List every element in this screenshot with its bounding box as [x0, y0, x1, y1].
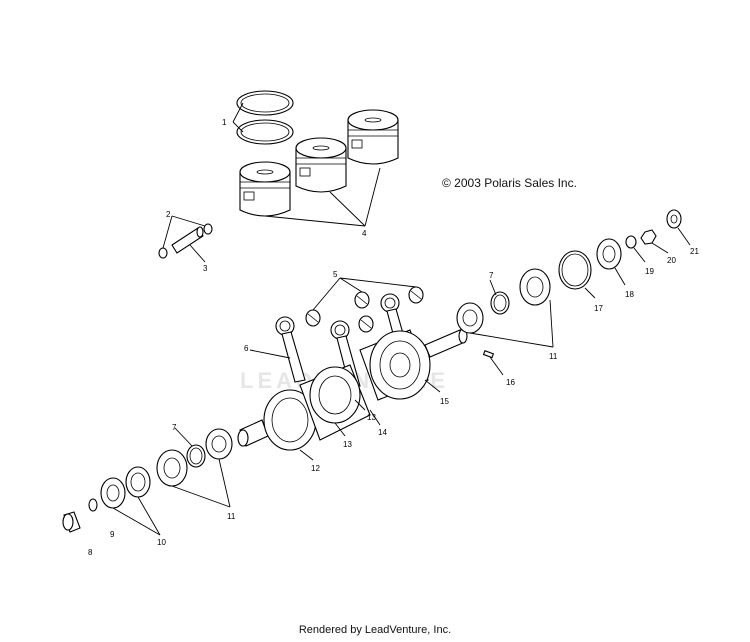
callout-1: 1: [222, 118, 227, 127]
piston-icon: [239, 109, 399, 217]
callout-7b: 7: [172, 423, 177, 432]
callout-21: 21: [690, 247, 699, 256]
piston-ring-icon: [236, 90, 294, 145]
callout-10: 10: [157, 538, 166, 547]
callout-20: 20: [667, 256, 676, 265]
leader-lines: [112, 102, 691, 536]
needle-bearing-icon: [305, 286, 424, 333]
callout-3: 3: [203, 264, 208, 273]
callout-13a: 13: [343, 440, 352, 449]
callout-9: 9: [110, 530, 115, 539]
callout-5: 5: [333, 270, 338, 279]
callout-12: 12: [311, 464, 320, 473]
callout-11a: 11: [549, 352, 558, 361]
callout-8: 8: [88, 548, 93, 557]
footer-credit: Rendered by LeadVenture, Inc.: [298, 624, 452, 636]
callout-6: 6: [244, 344, 249, 353]
callout-14: 14: [378, 428, 387, 437]
callout-15: 15: [440, 397, 449, 406]
callout-11b: 11: [227, 512, 236, 521]
ball-bearing-icon: [62, 428, 233, 533]
callout-2: 2: [166, 210, 171, 219]
callout-13b: 13: [367, 413, 376, 422]
copyright-text: © 2003 Polaris Sales Inc.: [442, 176, 577, 190]
wrist-pin-icon: [158, 223, 213, 259]
crankshaft-icon: [237, 328, 495, 451]
seal-icon: [456, 209, 682, 334]
callout-17: 17: [594, 304, 603, 313]
callout-16: 16: [506, 378, 515, 387]
callout-4: 4: [362, 229, 367, 238]
callout-7a: 7: [489, 271, 494, 280]
callout-18: 18: [625, 290, 634, 299]
callout-19: 19: [645, 267, 654, 276]
